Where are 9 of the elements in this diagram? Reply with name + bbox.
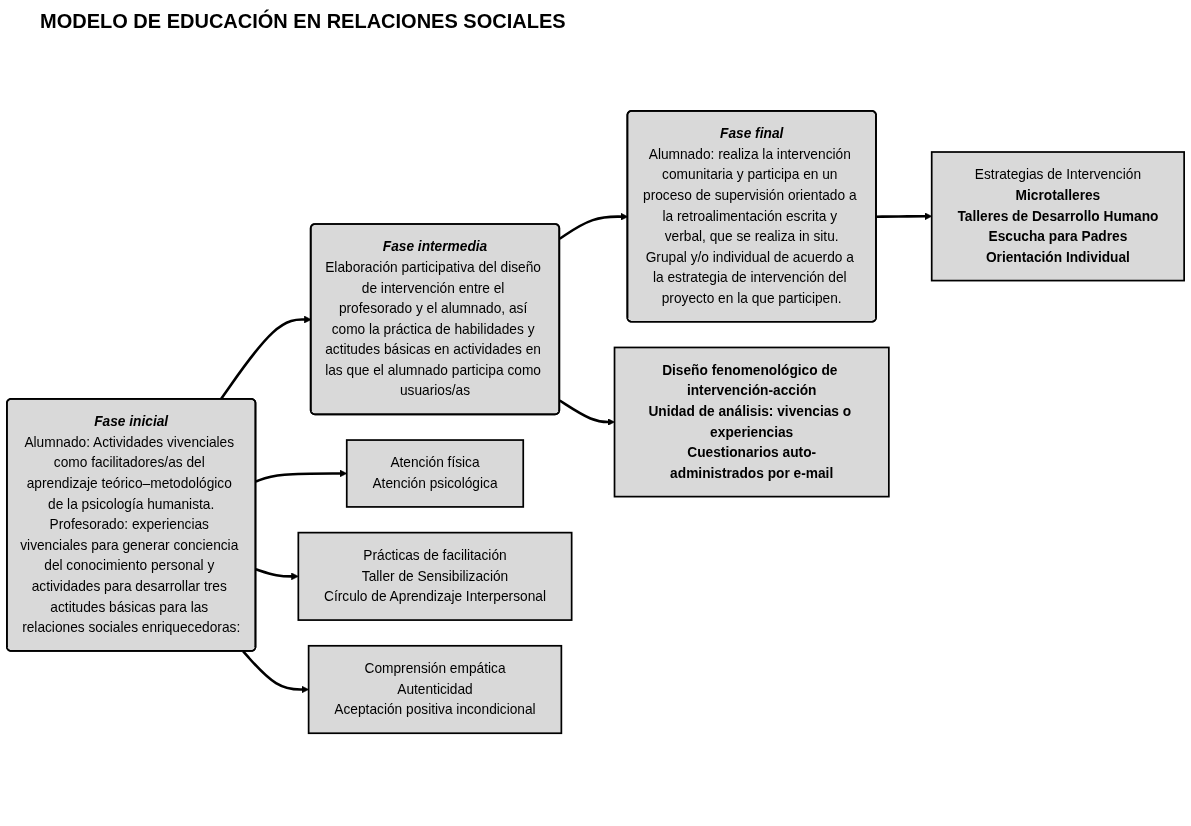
node-box: Comprensión empática Autenticidad Aceptación positiva incondicional — [307, 644, 563, 735]
arrow — [559, 399, 615, 426]
diagram-title: MODELO DE EDUCACIÓN EN RELACIONES SOCIALES — [40, 10, 567, 33]
arrow — [242, 650, 309, 694]
node-box: Atención física Atención psicológica — [345, 439, 525, 508]
node-box: Prácticas de facilitación Taller de Sensibilización Círculo de Aprendizaje Interpersonal — [297, 531, 573, 621]
arrow — [255, 567, 299, 581]
node-box: Estrategias de Intervención Microtalleres Talleres de Desarrollo Humano Escucha para Padres Orientación Individual — [930, 151, 1185, 282]
node-box: Diseño fenomenológico de intervención-acción Unidad de análisis: vivencias o experiencias Cuestionarios auto-administrados por e-mail — [613, 346, 890, 498]
